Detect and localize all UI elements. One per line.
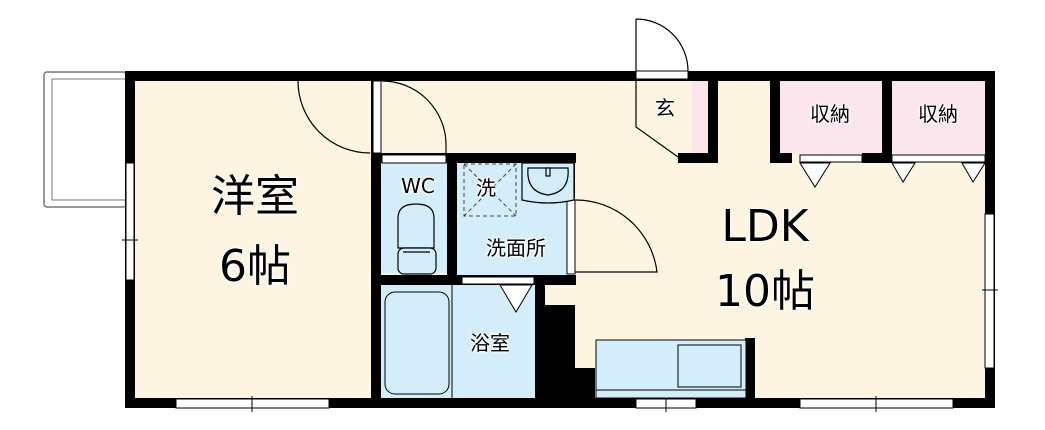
western-room-label: 洋室 (211, 171, 299, 222)
storage-2-floor (892, 80, 988, 154)
bathroom-label: 浴室 (470, 331, 510, 355)
western-room-size: 6帖 (219, 241, 291, 292)
balcony (43, 71, 127, 208)
entrance-storage-floor (692, 80, 708, 154)
washroom-label: 洗面所 (486, 236, 546, 260)
door-swings (297, 18, 689, 273)
entrance-door-opening (635, 70, 689, 80)
storage-2-label: 収納 (918, 102, 958, 126)
kitchen-counter-icon (595, 339, 747, 399)
toilet-icon (397, 203, 437, 275)
windows (122, 162, 998, 412)
washer-label: 洗 (476, 176, 496, 200)
ldk-size: 10帖 (715, 266, 815, 317)
sink-icon (521, 162, 575, 204)
ldk-label: LDK (721, 201, 809, 252)
storage-1-label: 収納 (810, 102, 850, 126)
bathtub-icon (384, 291, 450, 395)
wc-label: WC (401, 174, 435, 198)
storage-1-floor (778, 80, 883, 154)
walls (125, 71, 995, 408)
entrance-label: 玄 (655, 96, 675, 120)
washer-space-icon (463, 163, 517, 217)
